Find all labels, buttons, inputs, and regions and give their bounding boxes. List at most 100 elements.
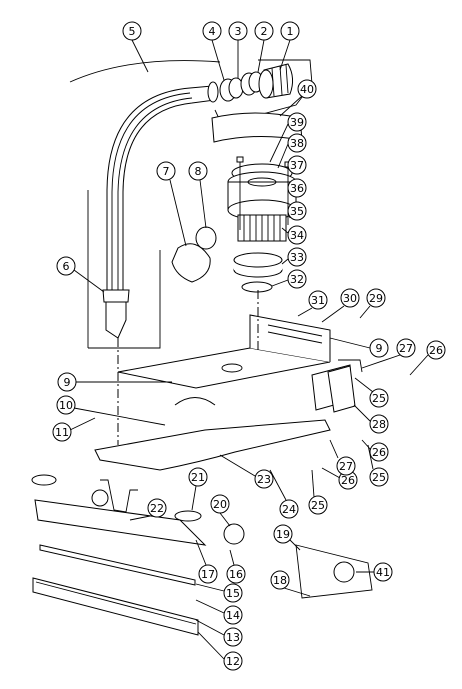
callout-7: 7 xyxy=(156,161,187,247)
callout-16: 16 xyxy=(226,549,246,584)
svg-text:9: 9 xyxy=(64,376,71,389)
svg-text:30: 30 xyxy=(343,292,357,305)
filter-rings xyxy=(233,252,283,293)
svg-text:21: 21 xyxy=(191,471,205,484)
callout-21: 21 xyxy=(188,467,208,511)
callout-23: 23 xyxy=(219,454,274,489)
svg-text:3: 3 xyxy=(235,25,242,38)
callout-27a: 27 xyxy=(329,439,356,476)
base-plate xyxy=(117,314,331,389)
svg-text:22: 22 xyxy=(150,502,164,515)
svg-text:27: 27 xyxy=(339,460,353,473)
callout-22: 22 xyxy=(129,498,167,521)
svg-text:26: 26 xyxy=(341,474,355,487)
svg-text:11: 11 xyxy=(55,426,69,439)
svg-text:38: 38 xyxy=(290,137,304,150)
callout-27b: 27 xyxy=(361,338,416,369)
callout-1: 1 xyxy=(279,21,300,71)
side-bracket xyxy=(311,359,363,413)
callout-9b: 9 xyxy=(329,337,389,358)
svg-text:27: 27 xyxy=(399,342,413,355)
callout-17: 17 xyxy=(195,539,218,584)
squeegee-arm xyxy=(94,397,331,471)
callout-2: 2 xyxy=(254,21,274,73)
callout-38: 38 xyxy=(277,133,307,169)
callout-30: 30 xyxy=(321,288,360,323)
svg-text:39: 39 xyxy=(290,116,304,129)
svg-text:26: 26 xyxy=(372,446,386,459)
callout-26b: 26 xyxy=(361,439,389,462)
hose-box xyxy=(87,190,161,349)
callout-11: 11 xyxy=(52,417,96,442)
svg-text:5: 5 xyxy=(129,25,136,38)
svg-text:20: 20 xyxy=(213,498,227,511)
callout-29: 29 xyxy=(359,288,386,319)
callout-33: 33 xyxy=(281,247,307,267)
callout-15: 15 xyxy=(195,583,243,603)
svg-text:28: 28 xyxy=(372,418,386,431)
svg-text:24: 24 xyxy=(282,503,296,516)
svg-text:2: 2 xyxy=(261,25,268,38)
callout-8: 8 xyxy=(188,161,208,229)
svg-text:35: 35 xyxy=(290,205,304,218)
callout-25c: 25 xyxy=(354,377,389,408)
svg-text:19: 19 xyxy=(276,528,290,541)
callout-40: 40 xyxy=(279,79,317,117)
motor-assembly xyxy=(227,156,297,242)
callout-18: 18 xyxy=(270,570,311,597)
callout-6: 6 xyxy=(56,256,105,293)
callout-12: 12 xyxy=(197,631,243,671)
svg-text:40: 40 xyxy=(300,83,314,96)
svg-text:8: 8 xyxy=(195,165,202,178)
callout-32: 32 xyxy=(271,269,307,289)
callout-28: 28 xyxy=(353,404,389,434)
svg-text:25: 25 xyxy=(372,471,386,484)
callout-31: 31 xyxy=(297,290,328,317)
svg-text:16: 16 xyxy=(229,568,243,581)
callout-37: 37 xyxy=(287,155,307,175)
callout-4: 4 xyxy=(202,21,225,81)
svg-text:4: 4 xyxy=(209,25,216,38)
svg-text:6: 6 xyxy=(63,260,70,273)
svg-text:32: 32 xyxy=(290,273,304,286)
elbow-tube xyxy=(171,226,217,283)
squeegee-blades xyxy=(32,544,199,636)
callout-25b: 25 xyxy=(367,444,389,487)
svg-text:13: 13 xyxy=(226,631,240,644)
svg-text:23: 23 xyxy=(257,473,271,486)
svg-text:15: 15 xyxy=(226,587,240,600)
callout-26c: 26 xyxy=(409,340,446,376)
svg-text:10: 10 xyxy=(59,399,73,412)
svg-text:9: 9 xyxy=(376,342,383,355)
motor-cover xyxy=(211,112,303,143)
svg-text:14: 14 xyxy=(226,609,240,622)
callout-9a: 9 xyxy=(57,372,172,392)
part-callouts: 1 2 3 4 5 6 7 8 9 9 10 11 12 13 14 15 16… xyxy=(52,21,446,671)
callout-36: 36 xyxy=(287,178,307,198)
squeegee-frame xyxy=(31,474,207,546)
svg-text:36: 36 xyxy=(290,182,304,195)
callout-14: 14 xyxy=(195,599,243,625)
callout-25a: 25 xyxy=(308,469,328,515)
wheel-assembly xyxy=(223,523,373,599)
callout-39: 39 xyxy=(269,112,307,163)
hose-cuff xyxy=(102,289,130,339)
callout-10: 10 xyxy=(56,395,166,426)
callout-35: 35 xyxy=(287,201,307,221)
callout-20: 20 xyxy=(210,494,231,527)
callout-3: 3 xyxy=(228,21,248,78)
svg-text:7: 7 xyxy=(163,165,170,178)
svg-text:41: 41 xyxy=(376,566,390,579)
svg-text:34: 34 xyxy=(290,229,304,242)
callout-13: 13 xyxy=(195,619,243,647)
svg-text:31: 31 xyxy=(311,294,325,307)
svg-text:26: 26 xyxy=(429,344,443,357)
svg-text:25: 25 xyxy=(311,499,325,512)
callout-24: 24 xyxy=(269,469,299,519)
svg-text:33: 33 xyxy=(290,251,304,264)
assembly-axis xyxy=(117,290,259,445)
callout-34: 34 xyxy=(281,225,307,245)
svg-text:1: 1 xyxy=(287,25,294,38)
svg-text:17: 17 xyxy=(201,568,215,581)
